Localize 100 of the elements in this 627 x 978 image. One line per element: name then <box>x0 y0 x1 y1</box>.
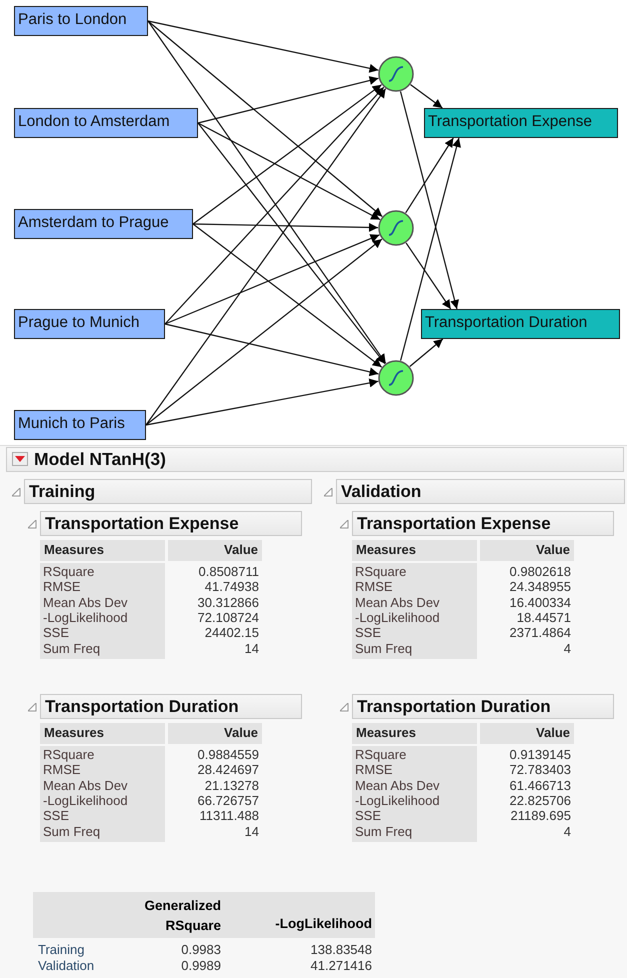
row-header: RSquare <box>354 565 406 579</box>
row-header: SSE <box>354 809 382 824</box>
row-header: RMSE <box>42 580 81 594</box>
column-header: Measures <box>352 723 477 744</box>
value-text: 0.9989 <box>180 959 221 973</box>
row-header: RMSE <box>42 763 81 778</box>
neuron-circle <box>378 210 414 246</box>
column-header: Value <box>168 540 262 561</box>
arrow <box>405 138 454 214</box>
arrow <box>400 138 461 361</box>
arrow <box>146 238 382 426</box>
value-text: 4 <box>562 824 571 838</box>
value-text: 0.9139145 <box>508 748 571 762</box>
value-text: 2371.4864 <box>508 626 571 640</box>
row-header: SSE <box>42 626 70 640</box>
column-header: Value <box>480 723 574 744</box>
value-text: 16.400334 <box>508 596 571 610</box>
value-text: 21.13278 <box>204 778 259 793</box>
arrow <box>192 224 382 368</box>
row-header: Sum Freq <box>42 642 100 656</box>
arrow <box>146 88 386 426</box>
arrow <box>406 242 452 310</box>
row-header: Training <box>37 943 84 957</box>
row-header: SSE <box>42 809 70 824</box>
arrow <box>164 86 384 324</box>
arrow <box>192 222 378 232</box>
value-text: 22.825706 <box>508 794 571 808</box>
row-header: -LogLikelihood <box>354 794 440 808</box>
column-header: Measures <box>40 540 165 561</box>
arrow <box>400 91 459 310</box>
arrow <box>148 20 379 73</box>
value-text: 28.424697 <box>196 763 259 778</box>
row-header: -LogLikelihood <box>42 610 128 625</box>
value-text: 14 <box>244 824 259 838</box>
value-text: 11311.488 <box>198 809 259 824</box>
arrow <box>198 76 379 124</box>
value-text: 41.74938 <box>204 580 259 594</box>
arrow <box>410 84 443 108</box>
input-box: London to Amsterdam <box>14 108 198 138</box>
value-text: 0.9983 <box>180 943 221 957</box>
section-header: Training <box>24 479 312 504</box>
value-text: 138.83548 <box>310 943 372 957</box>
row-header: Sum Freq <box>42 824 100 838</box>
arrow <box>198 122 380 220</box>
output-box: Transportation Duration <box>421 309 620 339</box>
column-header: -LogLikelihood <box>274 916 372 931</box>
row-header: Mean Abs Dev <box>354 596 440 610</box>
section-header: Transportation Expense <box>40 511 302 536</box>
arrow <box>164 234 380 325</box>
row-header: RSquare <box>42 748 94 762</box>
value-text: 0.8508711 <box>198 565 259 579</box>
row-header: RMSE <box>354 763 393 778</box>
column-header: Value <box>480 540 574 561</box>
value-text: 24402.15 <box>204 626 259 640</box>
value-text: 24.348955 <box>508 580 571 594</box>
title: Model NTanH(3) <box>34 449 166 470</box>
column-header: Measures <box>352 540 477 561</box>
section-header: Transportation Expense <box>352 511 614 536</box>
arrow <box>146 378 378 426</box>
input-box: Paris to London <box>14 6 148 36</box>
row-header: Validation <box>37 959 94 973</box>
arrow <box>164 323 379 376</box>
section-header: Transportation Duration <box>40 694 302 719</box>
value-text: 61.466713 <box>508 778 571 793</box>
row-header: -LogLikelihood <box>42 794 128 808</box>
value-text: 30.312866 <box>196 596 259 610</box>
value-text: 0.9802618 <box>508 565 571 579</box>
row-header: Mean Abs Dev <box>42 596 128 610</box>
row-header: Mean Abs Dev <box>354 778 440 793</box>
input-box: Prague to Munich <box>14 309 165 339</box>
row-header: Sum Freq <box>354 824 412 838</box>
value-text: 21189.695 <box>510 809 571 824</box>
row-header: SSE <box>354 626 382 640</box>
row-header: -LogLikelihood <box>354 610 440 625</box>
section-header: Transportation Duration <box>352 694 614 719</box>
value-text: 0.9884559 <box>196 748 259 762</box>
column-header: Measures <box>40 723 165 744</box>
value-text: 18.44571 <box>516 610 571 625</box>
output-box: Transportation Expense <box>424 108 618 138</box>
value-text: 72.108724 <box>196 610 259 625</box>
row-header: RSquare <box>354 748 406 762</box>
value-text: 72.783403 <box>508 763 571 778</box>
row-header: Mean Abs Dev <box>42 778 128 793</box>
section-header: Validation <box>336 479 625 504</box>
value-text: 66.726757 <box>196 794 259 808</box>
value-text: 14 <box>244 642 259 656</box>
arrow <box>148 20 383 217</box>
neuron-circle <box>378 56 414 92</box>
arrow <box>148 20 386 364</box>
column-header: Generalized RSquare <box>143 897 221 935</box>
input-box: Munich to Paris <box>14 410 146 440</box>
neuron-circle <box>378 360 414 396</box>
value-text: 41.271416 <box>310 959 372 973</box>
arrow <box>192 84 382 224</box>
column-header: Value <box>168 723 262 744</box>
value-text: 4 <box>562 642 571 656</box>
arrow <box>409 338 444 367</box>
row-header: RMSE <box>354 580 393 594</box>
arrow <box>198 122 386 364</box>
row-header: Sum Freq <box>354 642 412 656</box>
